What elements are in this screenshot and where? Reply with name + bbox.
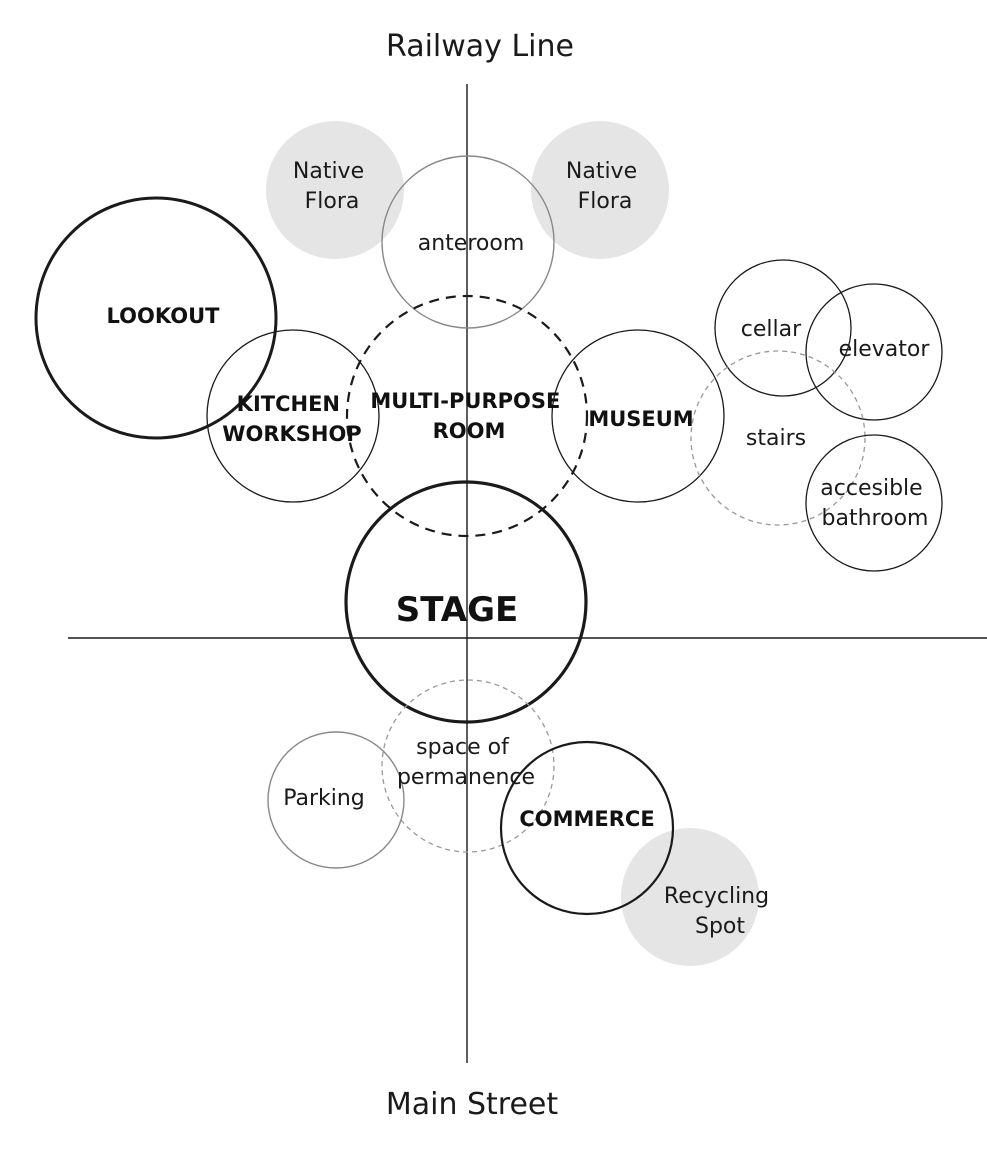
space-of-permanence-label-line-2: permanence	[397, 765, 535, 790]
railway-line-label: Railway Line	[386, 29, 574, 64]
anteroom-bubble	[381, 155, 555, 329]
stage-label: STAGE	[396, 590, 519, 630]
stage-bubble	[344, 480, 588, 724]
commerce-label: COMMERCE	[519, 807, 654, 831]
parking-bubble	[267, 731, 405, 869]
elevator-bubble	[805, 283, 943, 421]
stairs-label: stairs	[746, 426, 806, 451]
kitchen-workshop-bubble	[206, 329, 380, 503]
space-of-permanence-label-line-1: space of	[416, 735, 510, 760]
lookout-bubble	[34, 196, 278, 440]
native-flora-right-bubble	[531, 121, 669, 259]
space-of-permanence-bubble	[381, 679, 555, 853]
accessible-bathroom-label-line-2: bathroom	[822, 506, 929, 531]
elevator-label: elevator	[839, 337, 931, 362]
native-flora-right-label-line-1: Native	[566, 159, 637, 184]
recycling-spot-label: Recycling Spot	[664, 884, 776, 939]
native-flora-right-label-line-2: Flora	[578, 189, 633, 214]
native-flora-left-bubble	[266, 121, 404, 259]
cellar-bubble	[714, 259, 852, 397]
native-flora-left-label-line-2: Flora	[305, 189, 360, 214]
multi-purpose-room-label-line-2: ROOM	[433, 419, 506, 443]
cellar-label: cellar	[741, 317, 802, 342]
space-of-permanence-label: space of permanence	[397, 735, 535, 790]
kitchen-workshop-label: KITCHEN WORKSHOP	[222, 392, 361, 446]
multi-purpose-room-bubble	[345, 294, 589, 538]
main-street-label: Main Street	[386, 1087, 559, 1122]
stairs-bubble	[690, 350, 866, 526]
lookout-label: LOOKOUT	[107, 304, 221, 328]
anteroom-label: anteroom	[418, 231, 525, 256]
accessible-bathroom-label-line-1: accesible	[820, 476, 922, 501]
recycling-spot-bubble	[621, 828, 759, 966]
museum-label: MUSEUM	[588, 407, 693, 431]
parking-label: Parking	[283, 786, 365, 811]
multi-purpose-room-label-line-1: MULTI-PURPOSE	[370, 389, 560, 413]
commerce-bubble	[499, 740, 675, 916]
native-flora-right-label: Native Flora	[566, 159, 644, 214]
recycling-spot-label-line-2: Spot	[695, 914, 745, 939]
accessible-bathroom-label: accesible bathroom	[820, 476, 929, 531]
multi-purpose-room-label: MULTI-PURPOSE ROOM	[370, 389, 567, 443]
native-flora-left-label: Native Flora	[293, 159, 371, 214]
accessible-bathroom-bubble	[805, 434, 943, 572]
recycling-spot-label-line-1: Recycling	[664, 884, 769, 909]
kitchen-workshop-label-line-2: WORKSHOP	[222, 422, 361, 446]
native-flora-left-label-line-1: Native	[293, 159, 364, 184]
museum-bubble	[551, 329, 725, 503]
kitchen-workshop-label-line-1: KITCHEN	[237, 392, 340, 416]
